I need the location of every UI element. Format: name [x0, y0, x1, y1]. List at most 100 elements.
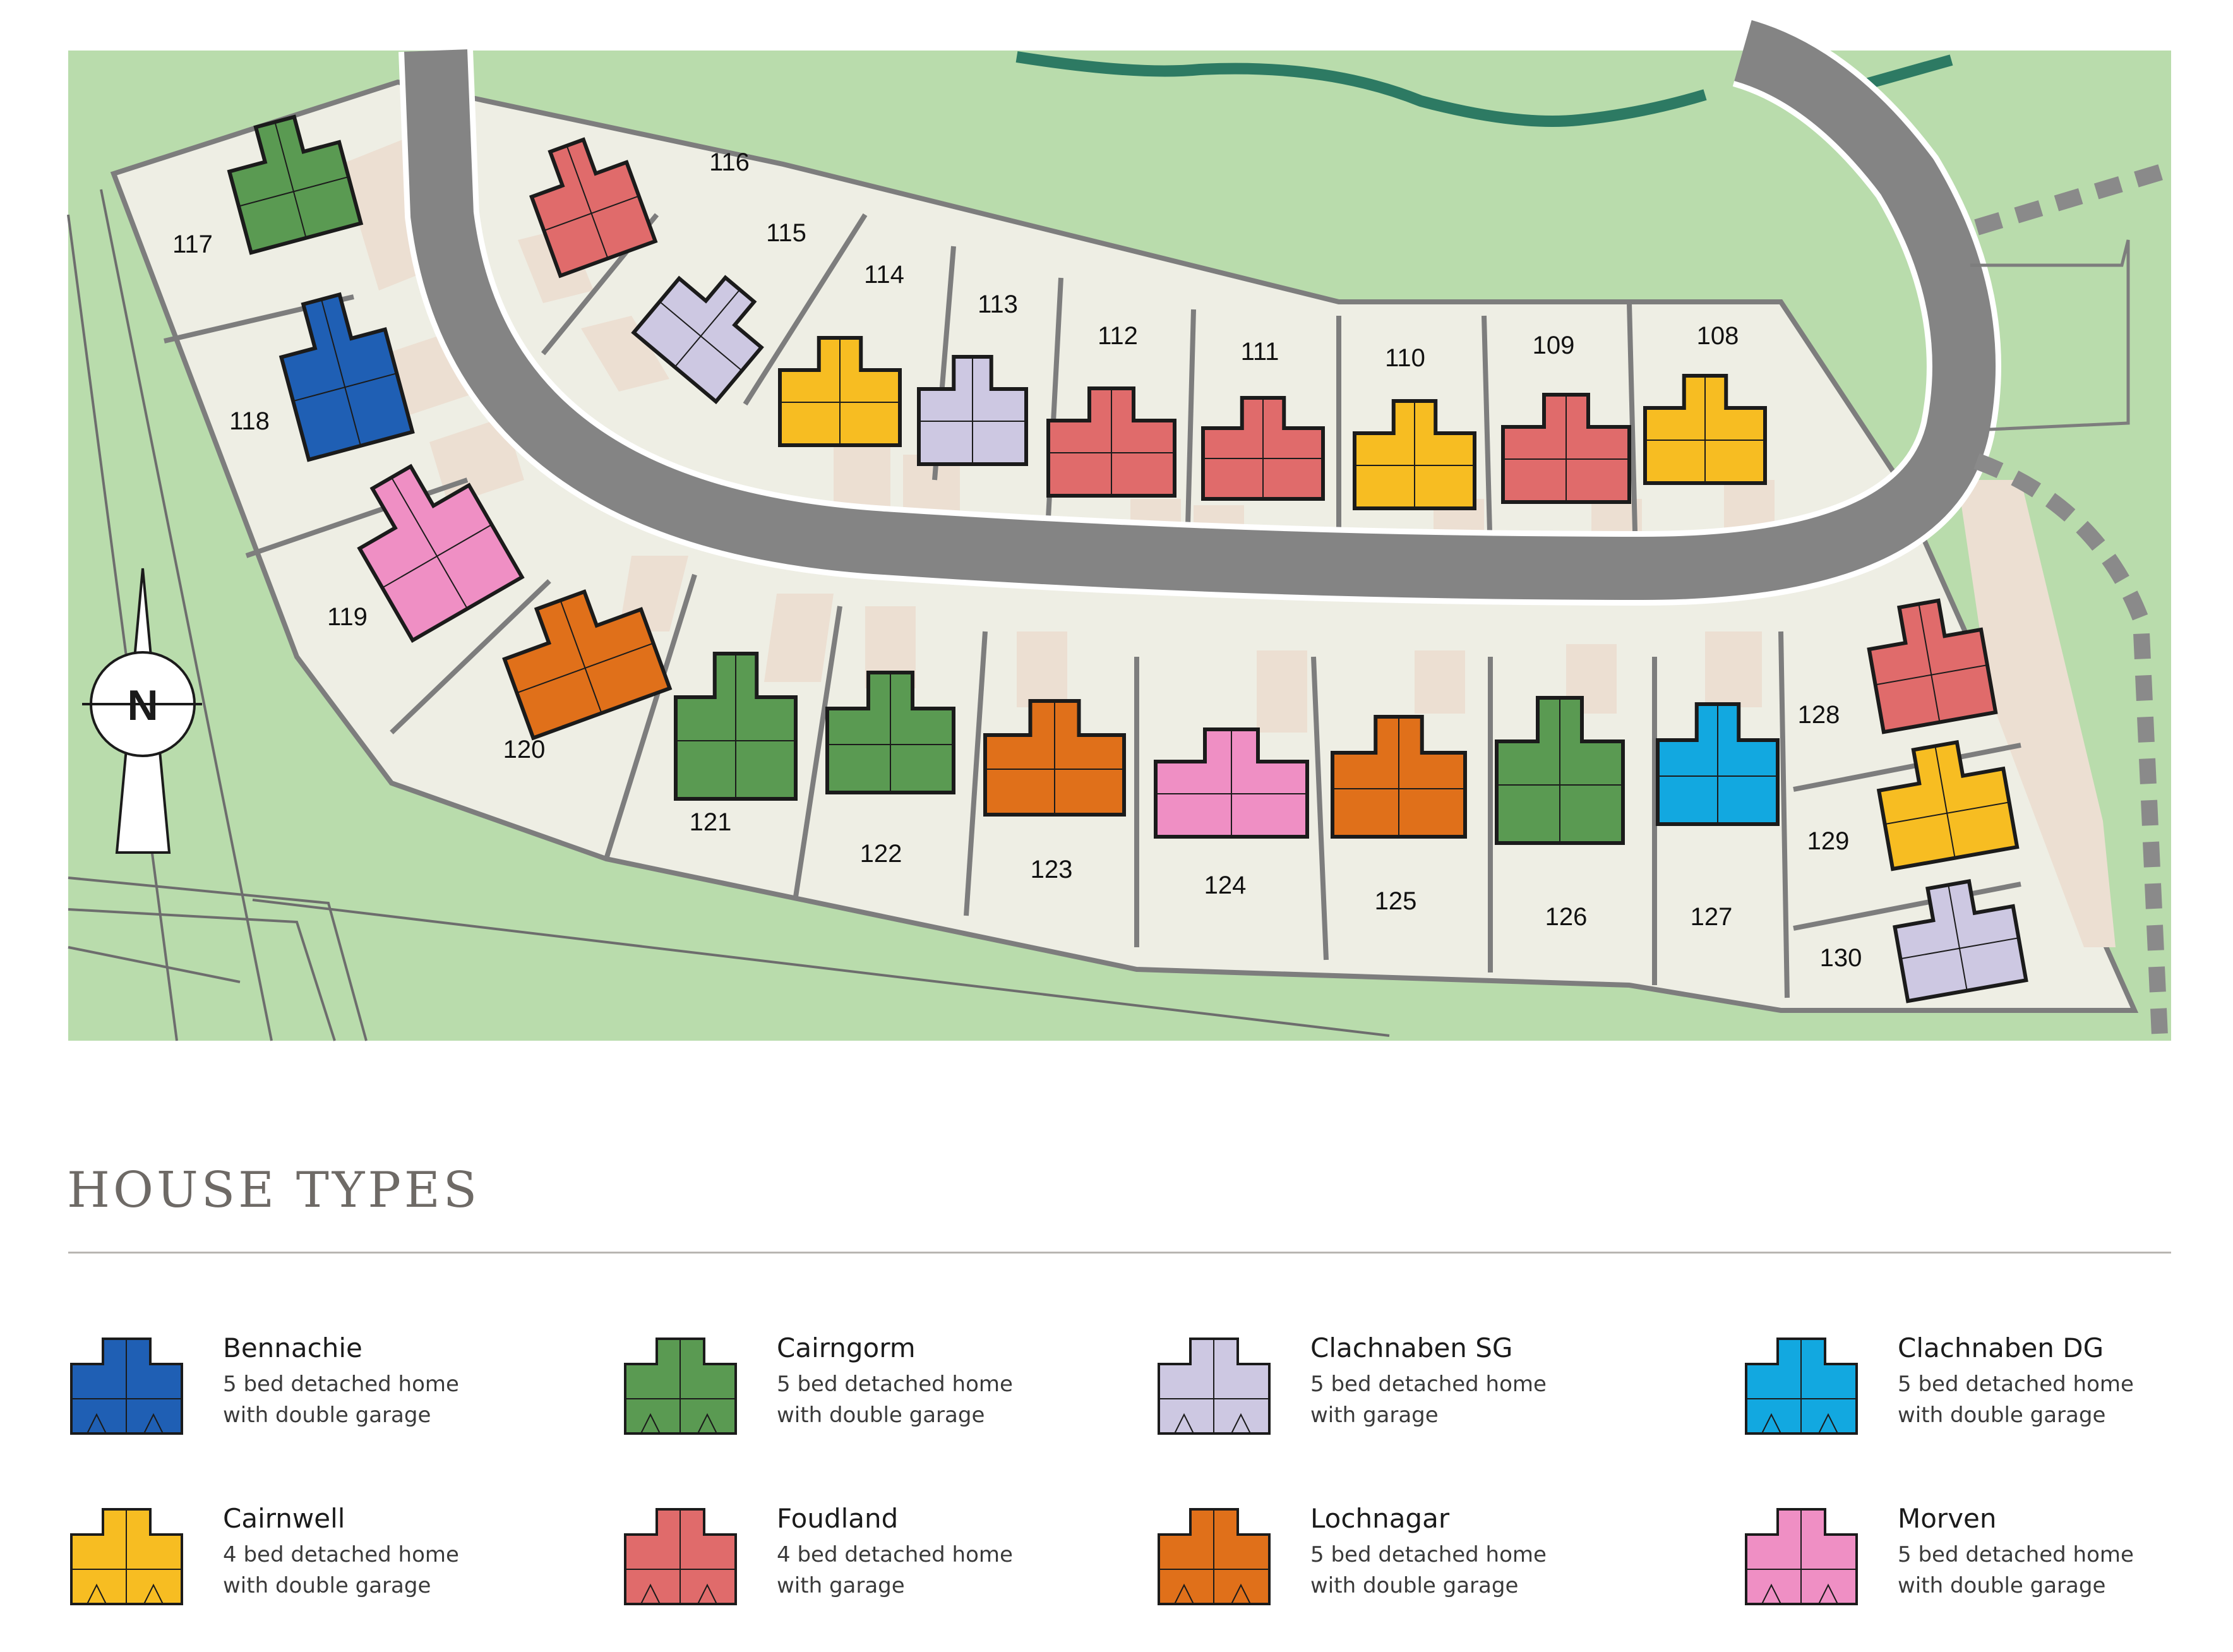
plot-label-129: 129	[1807, 827, 1850, 855]
legend-description: 5 bed detached home with double garage	[1898, 1369, 2213, 1431]
legend-line1: 5 bed detached home	[223, 1372, 459, 1397]
plot-label-116: 116	[709, 148, 750, 176]
house-swatch-icon	[1158, 1508, 1271, 1605]
legend-line2: with double garage	[1898, 1403, 2106, 1428]
house-109[interactable]	[1501, 393, 1631, 504]
plot-label-124: 124	[1204, 871, 1247, 899]
houses-layer	[220, 107, 2028, 1003]
legend-line1: 5 bed detached home	[1898, 1372, 2134, 1397]
legend-line2: with double garage	[223, 1573, 431, 1598]
legend-item-morven: Morven 5 bed detached home with double gar…	[1743, 1497, 2223, 1629]
legend-description: 4 bed detached home with garage	[777, 1540, 1093, 1601]
house-123[interactable]	[983, 699, 1126, 817]
plot-label-113: 113	[978, 290, 1018, 318]
north-compass-icon: N	[82, 568, 202, 854]
compass-letter: N	[127, 681, 158, 729]
legend-name: Lochnagar	[1310, 1503, 1450, 1534]
plot-label-125: 125	[1375, 887, 1417, 915]
house-112[interactable]	[1046, 386, 1176, 498]
house-108[interactable]	[1643, 374, 1767, 485]
house-swatch-icon	[70, 1338, 183, 1435]
plot-label-115: 115	[766, 219, 806, 247]
house-121[interactable]	[674, 652, 798, 801]
legend-item-lochnagar: Lochnagar 5 bed detached home with double …	[1156, 1497, 1636, 1629]
legend-name: Foudland	[777, 1503, 899, 1534]
house-swatch-icon	[624, 1508, 737, 1605]
house-126[interactable]	[1495, 696, 1625, 845]
legend-item-cairnwell: Cairnwell 4 bed detached home with double …	[68, 1497, 548, 1629]
plot-label-118: 118	[229, 407, 270, 435]
legend-line2: with garage	[777, 1573, 905, 1598]
stream	[1015, 51, 1707, 127]
plot-label-111: 111	[1241, 338, 1279, 366]
house-swatch-icon	[1158, 1338, 1271, 1435]
legend-name: Morven	[1898, 1503, 1997, 1534]
house-119[interactable]	[337, 446, 525, 643]
legend-line1: 5 bed detached home	[1310, 1542, 1547, 1567]
plot-label-128: 128	[1798, 701, 1840, 729]
house-111[interactable]	[1201, 396, 1325, 501]
plot-label-109: 109	[1533, 332, 1575, 359]
house-130[interactable]	[1889, 875, 2028, 1003]
legend-item-bennachie: Bennachie 5 bed detached home with double …	[68, 1326, 548, 1459]
plot-label-120: 120	[503, 736, 546, 763]
plot-label-121: 121	[690, 808, 732, 836]
house-115[interactable]	[631, 255, 781, 405]
house-swatch-icon	[624, 1338, 737, 1435]
legend-line2: with garage	[1310, 1403, 1439, 1428]
legend-line2: with double garage	[777, 1403, 985, 1428]
house-117[interactable]	[220, 107, 364, 255]
house-128[interactable]	[1863, 594, 1998, 734]
plot-label-127: 127	[1691, 903, 1733, 931]
house-127[interactable]	[1656, 702, 1780, 826]
house-122[interactable]	[825, 671, 955, 794]
legend-title: HOUSE TYPES	[67, 1162, 481, 1219]
plot-label-130: 130	[1820, 944, 1862, 972]
house-swatch-icon	[1745, 1338, 1858, 1435]
legend-line1: 5 bed detached home	[1898, 1542, 2134, 1567]
house-118[interactable]	[270, 285, 415, 462]
legend-description: 5 bed detached home with double garage	[1898, 1540, 2213, 1601]
plot-labels: 108 109 110 111 112 113 114 115 116 117 118 119 120 1…	[172, 148, 1862, 972]
plot-label-123: 123	[1031, 856, 1073, 883]
left-road	[67, 189, 1390, 1041]
legend-divider	[68, 1252, 2171, 1254]
house-124[interactable]	[1154, 727, 1309, 839]
legend-description: 5 bed detached home with double garage	[777, 1369, 1093, 1431]
plot-label-114: 114	[864, 261, 904, 289]
legend-name: Clachnaben DG	[1898, 1332, 2104, 1363]
legend-line1: 5 bed detached home	[777, 1372, 1013, 1397]
legend-description: 5 bed detached home with double garage	[223, 1369, 539, 1431]
legend-line2: with double garage	[1898, 1573, 2106, 1598]
legend-item-foudland: Foudland 4 bed detached home with garage	[622, 1497, 1102, 1629]
house-120[interactable]	[492, 575, 673, 741]
legend-name: Cairnwell	[223, 1503, 345, 1534]
house-125[interactable]	[1331, 715, 1467, 839]
house-swatch-icon	[1745, 1508, 1858, 1605]
house-110[interactable]	[1353, 399, 1476, 510]
footpath	[1974, 162, 2169, 236]
house-swatch-icon	[70, 1508, 183, 1605]
legend-line2: with double garage	[223, 1403, 431, 1428]
legend-description: 5 bed detached home with double garage	[1310, 1540, 1626, 1601]
legend-item-clachnaben-dg: Clachnaben DG 5 bed detached home with dou…	[1743, 1326, 2223, 1459]
legend-name: Cairngorm	[777, 1332, 916, 1363]
house-113[interactable]	[917, 355, 1028, 466]
plot-label-110: 110	[1385, 344, 1425, 372]
legend-line1: 4 bed detached home	[223, 1542, 459, 1567]
legend-item-cairngorm: Cairngorm 5 bed detached home with double …	[622, 1326, 1102, 1459]
plot-label-119: 119	[327, 603, 368, 631]
legend-line2: with double garage	[1310, 1573, 1519, 1598]
plot-label-108: 108	[1697, 322, 1739, 350]
house-114[interactable]	[778, 336, 902, 447]
house-116[interactable]	[519, 128, 658, 278]
legend-line1: 4 bed detached home	[777, 1542, 1013, 1567]
house-129[interactable]	[1873, 735, 2020, 871]
plot-label-112: 112	[1098, 322, 1138, 350]
plot-label-117: 117	[172, 230, 213, 258]
site-plan-map: 108 109 110 111 112 113 114 115 116 117 118 119 120 1…	[67, 20, 2171, 1041]
plot-label-126: 126	[1545, 903, 1588, 931]
legend-name: Bennachie	[223, 1332, 362, 1363]
